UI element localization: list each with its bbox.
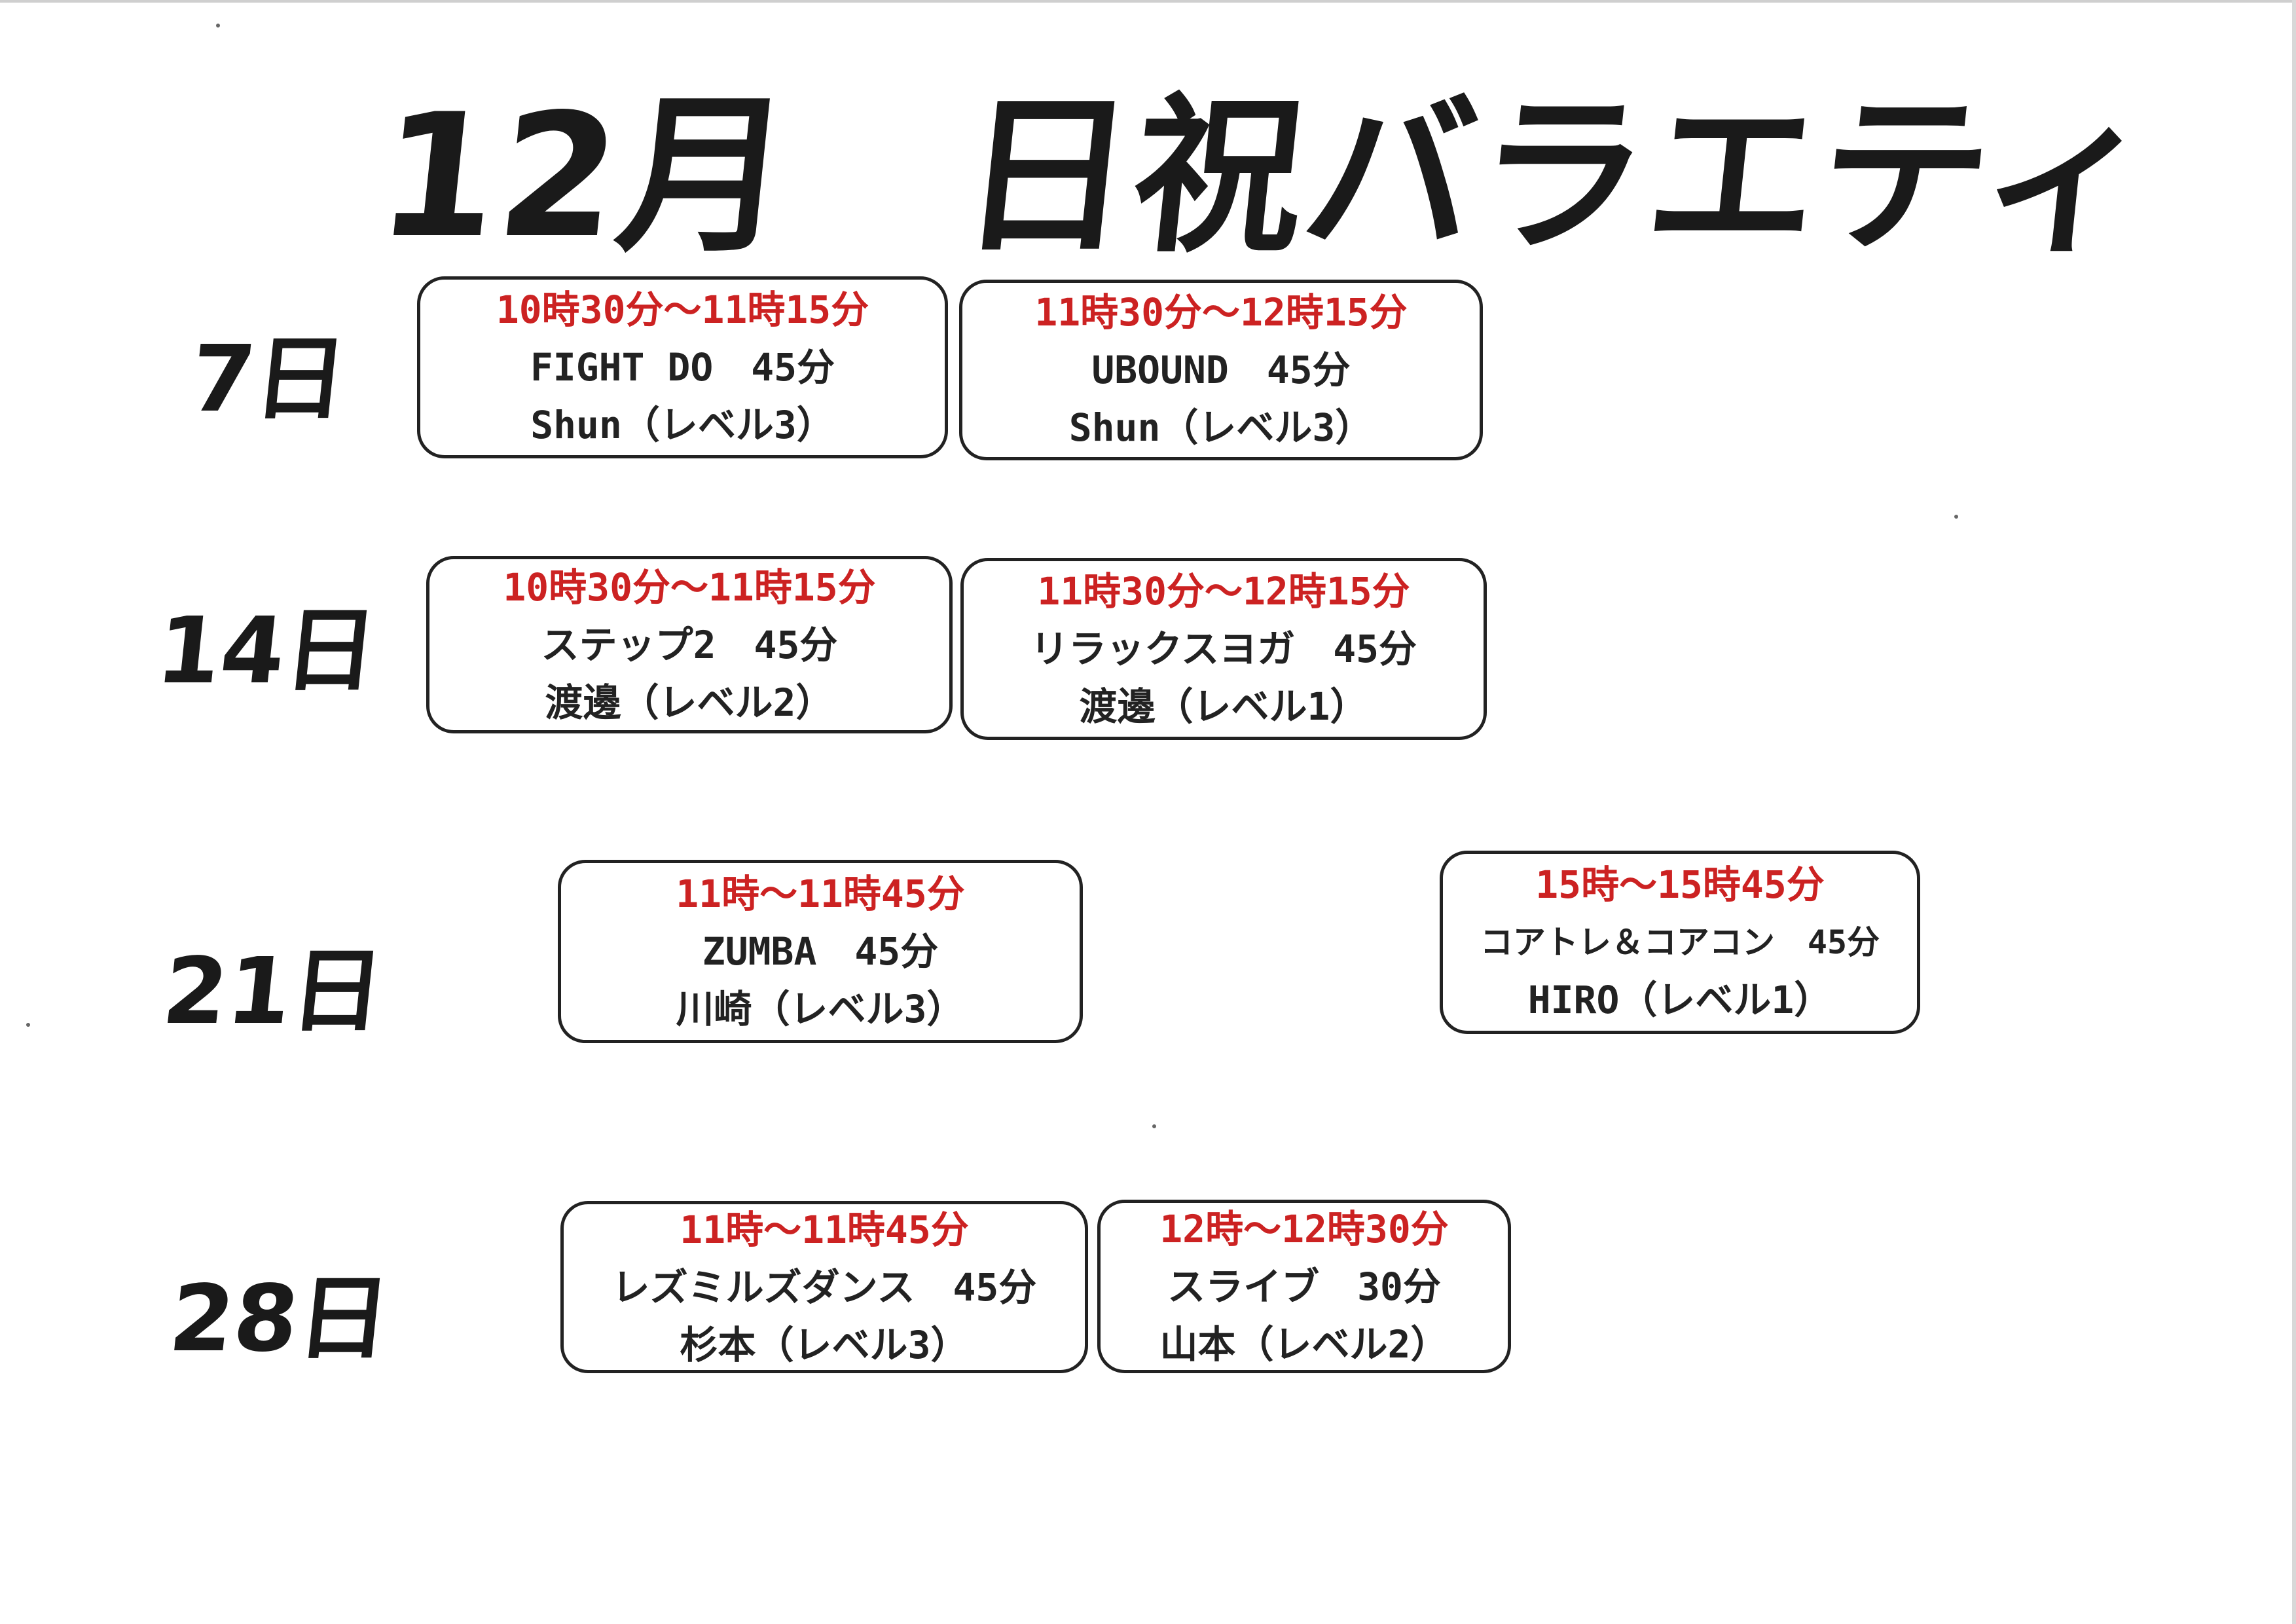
session-class: レズミルズダンス 45分 <box>611 1264 1037 1310</box>
session-card-14-2: 11時30分～12時15分 リラックスヨガ 45分 渡邊（レベル1） <box>960 558 1487 740</box>
scan-speck <box>216 24 220 28</box>
session-time: 12時～12時30分 <box>1159 1206 1449 1251</box>
session-instructor: Shun（レベル3） <box>1068 405 1374 450</box>
day-label-7: 7日 <box>185 326 352 433</box>
session-class: スライブ 30分 <box>1167 1264 1441 1309</box>
session-card-7-2: 11時30分～12時15分 UBOUND 45分 Shun（レベル3） <box>959 280 1483 460</box>
scan-edge-right <box>2292 0 2296 1624</box>
session-time: 11時30分～12時15分 <box>1037 569 1410 614</box>
session-card-7-1: 10時30分～11時15分 FIGHT DO 45分 Shun（レベル3） <box>417 276 948 458</box>
session-instructor: Shun（レベル3） <box>530 403 835 447</box>
session-card-21-1: 11時～11時45分 ZUMBA 45分 川崎（レベル3） <box>558 860 1083 1043</box>
session-class: コアトレ＆コアコン 45分 <box>1480 923 1880 961</box>
page-title: 12月 日祝バラエティ <box>369 78 2164 276</box>
session-card-28-2: 12時～12時30分 スライブ 30分 山本（レベル2） <box>1097 1200 1511 1373</box>
session-instructor: 山本（レベル2） <box>1159 1321 1449 1367</box>
session-time: 10時30分～11時15分 <box>503 564 876 610</box>
day-label-14: 14日 <box>151 598 382 705</box>
scan-speck <box>26 1023 30 1027</box>
session-card-21-2: 15時～15時45分 コアトレ＆コアコン 45分 HIRO（レベル1） <box>1440 851 1920 1034</box>
session-class: ZUMBA 45分 <box>702 929 939 974</box>
session-time: 11時30分～12時15分 <box>1034 290 1408 335</box>
session-instructor: 渡邊（レベル1） <box>1079 684 1368 729</box>
session-class: ステップ2 45分 <box>541 622 838 667</box>
session-instructor: 渡邊（レベル2） <box>545 680 834 725</box>
session-time: 10時30分～11時15分 <box>496 287 869 332</box>
session-time: 11時～11時45分 <box>676 872 965 916</box>
scan-speck <box>1152 1124 1156 1128</box>
session-time: 11時～11時45分 <box>680 1207 969 1252</box>
session-instructor: 杉本（レベル3） <box>680 1322 969 1367</box>
day-label-28: 28日 <box>164 1266 395 1373</box>
day-label-21: 21日 <box>158 938 389 1045</box>
session-class: リラックスヨガ 45分 <box>1030 627 1417 671</box>
session-time: 15時～15時45分 <box>1535 862 1825 907</box>
scan-edge-top <box>0 0 2296 3</box>
session-instructor: HIRO（レベル1） <box>1527 978 1832 1022</box>
session-card-28-1: 11時～11時45分 レズミルズダンス 45分 杉本（レベル3） <box>560 1201 1088 1373</box>
scan-speck <box>1954 515 1958 519</box>
session-instructor: 川崎（レベル3） <box>676 987 965 1031</box>
session-class: UBOUND 45分 <box>1091 348 1351 392</box>
session-class: FIGHT DO 45分 <box>530 345 835 390</box>
session-card-14-1: 10時30分～11時15分 ステップ2 45分 渡邊（レベル2） <box>426 556 953 733</box>
